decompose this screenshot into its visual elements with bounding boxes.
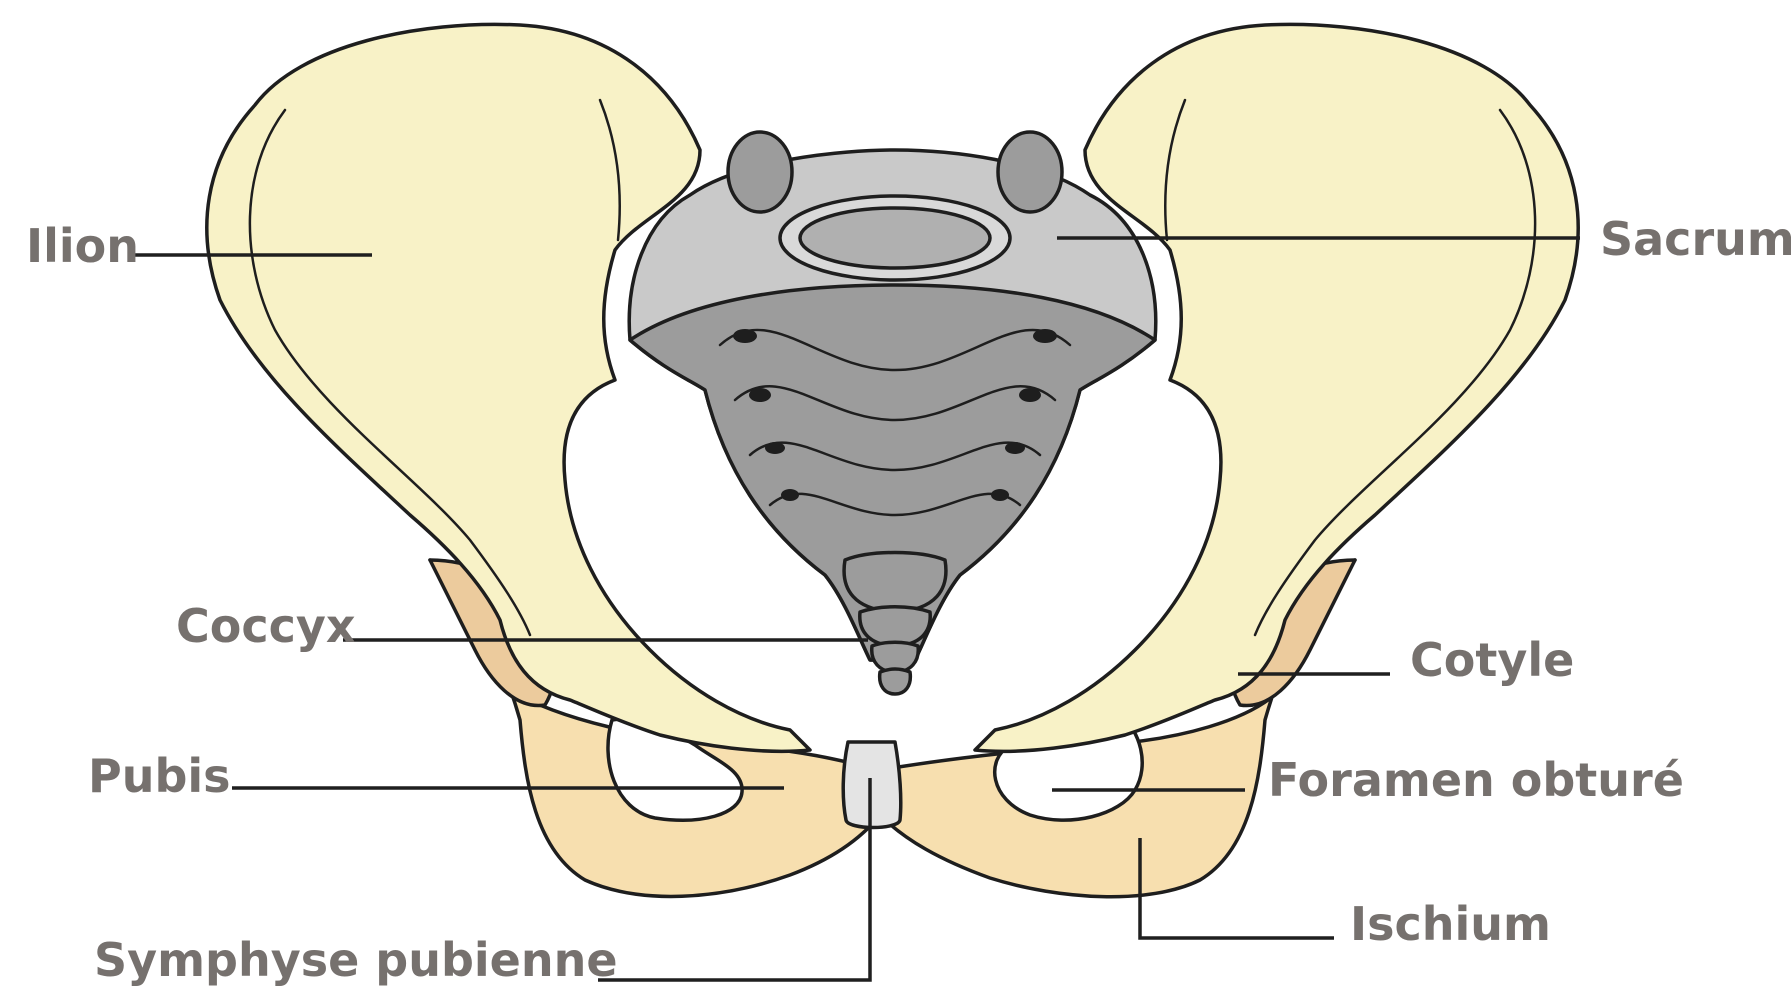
pubic-symphysis <box>843 742 901 828</box>
label-symphyse: Symphyse pubienne <box>94 933 618 987</box>
sacral-process-left <box>728 132 792 212</box>
label-pubis: Pubis <box>88 749 231 803</box>
sacral-promontory-inner <box>800 208 990 268</box>
sacral-process-right <box>998 132 1062 212</box>
coccyx-segments <box>844 553 946 695</box>
label-ilion: Ilion <box>26 219 139 273</box>
label-coccyx: Coccyx <box>176 599 356 653</box>
label-foramen: Foramen obturé <box>1268 753 1684 807</box>
label-cotyle: Cotyle <box>1410 633 1574 687</box>
label-ischium: Ischium <box>1350 897 1551 951</box>
label-sacrum: Sacrum <box>1600 212 1791 266</box>
